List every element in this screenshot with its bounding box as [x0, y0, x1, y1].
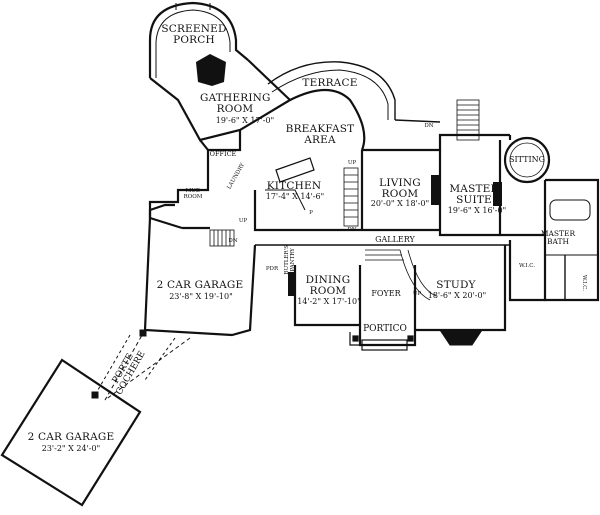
master-fireplace — [493, 182, 502, 206]
stair-up-foyer: UP — [412, 291, 422, 297]
stair-dn-garage: DN — [228, 238, 238, 244]
garage-2-dims: 23'-2" X 24'-0" — [41, 444, 101, 453]
study-dims: 18'-6" X 20'-0" — [427, 291, 487, 300]
kitchen-dims: 17'-4" X 14'-6" — [265, 192, 325, 201]
porte-cochere — [91, 329, 191, 401]
terrace-outline — [267, 61, 441, 123]
garage-2-label: 2 CAR GARAGE — [27, 431, 115, 443]
gathering-room-dims: 19'-6" X 17'-0" — [215, 116, 275, 125]
wic-2-label: W.I.C. — [580, 274, 587, 291]
living-room-label: LIVING ROOM — [379, 177, 421, 201]
pdr-label: PDR — [265, 266, 279, 272]
butlers-pantry-label: BUTLER'S PANTRY — [284, 245, 296, 275]
kitchen-island — [275, 157, 315, 183]
garage-1-label: 2 CAR GARAGE — [156, 279, 244, 291]
stair-up-kitchen: UP — [347, 160, 357, 166]
master-bath-walls — [508, 178, 600, 302]
portico — [349, 332, 416, 351]
stair-dn-terrace: DN — [424, 123, 434, 129]
screened-porch-walls — [148, 1, 249, 78]
master-suite-walls — [498, 135, 547, 237]
garage-1-dims: 23'-8" X 19'-10" — [169, 292, 233, 301]
pantry-p-marker: P — [309, 210, 313, 216]
mud-room-label: MUD ROOM — [183, 188, 203, 200]
dining-room-dims: 14'-2" X 17'-10" — [297, 297, 361, 306]
gathering-room-label: GATHERING ROOM — [200, 92, 271, 116]
study-bay — [439, 329, 483, 346]
foyer-label: FOYER — [371, 289, 401, 298]
stair-dn-kitchen: DN — [347, 227, 357, 233]
gallery-label: GALLERY — [375, 235, 415, 244]
dining-room-label: DINING ROOM — [305, 274, 351, 298]
garage-1-walls — [143, 203, 257, 337]
breakfast-bay — [289, 89, 366, 151]
sitting-label: SITTING — [508, 155, 545, 164]
gathering-room-walls — [149, 59, 292, 151]
dining-fireplace — [288, 272, 296, 296]
sitting-room-wall — [503, 136, 551, 184]
terrace-stair — [456, 99, 480, 141]
portico-label: PORTICO — [363, 324, 407, 334]
screened-porch-label: SCREENED PORCH — [161, 23, 227, 47]
master-suite-dims: 19'-6" X 16'-0" — [447, 206, 507, 215]
garage-stair — [209, 229, 235, 247]
master-bath-label: MASTER BATH — [540, 229, 576, 246]
office-label: OFFICE — [209, 150, 237, 158]
gathering-fireplace — [196, 54, 226, 86]
foyer-stair — [365, 249, 437, 301]
wic-1-label: W.I.C. — [518, 263, 536, 269]
living-room-dims: 20'-0" X 18'-0" — [370, 199, 430, 208]
kitchen-stair — [343, 167, 359, 227]
study-label: STUDY — [436, 279, 476, 291]
terrace-label: TERRACE — [302, 77, 358, 89]
breakfast-area-label: BREAKFAST AREA — [285, 123, 355, 147]
master-suite-label: MASTER SUITE — [449, 183, 499, 207]
kitchen-label: KITCHEN — [266, 180, 322, 192]
garage-2-walls — [0, 358, 142, 507]
stair-up-garage: UP — [238, 218, 248, 224]
living-fireplace — [431, 175, 441, 205]
